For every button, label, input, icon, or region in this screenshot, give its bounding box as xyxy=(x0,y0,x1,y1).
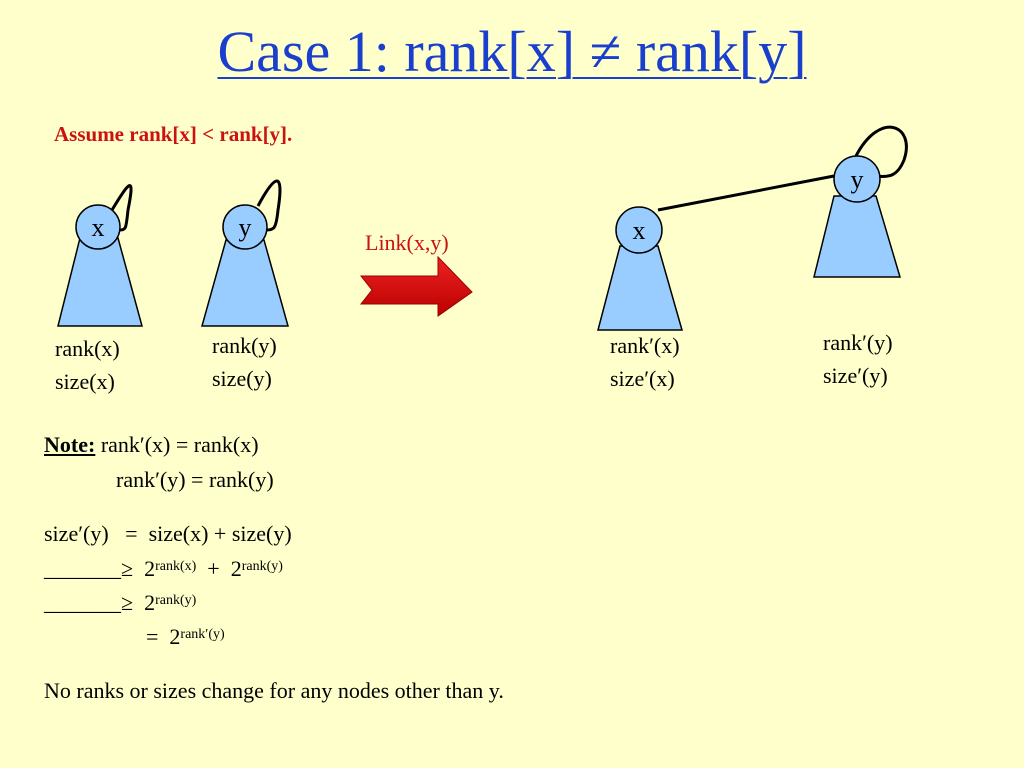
after-rank-y: rank′(y) xyxy=(823,330,893,355)
after-y-labels: rank′(y) size′(y) xyxy=(823,326,893,392)
after-node-x-label: x xyxy=(633,216,646,245)
slide-title: Case 1: rank[x] ≠ rank[y] xyxy=(0,18,1024,85)
before-size-x: size(x) xyxy=(55,369,115,394)
operation-label: Link(x,y) xyxy=(365,230,449,255)
after-x-labels: rank′(x) size′(x) xyxy=(610,329,680,395)
after-node-y-label: y xyxy=(851,165,864,194)
derivation-line-3: _______≥ 2rank(y) xyxy=(44,590,196,616)
node-y-label: y xyxy=(239,213,252,242)
before-tree-y: y xyxy=(201,179,289,327)
derivation-line-4-prefix: = 2 xyxy=(146,624,181,649)
derivation-line-4-exp: rank′(y) xyxy=(180,627,225,642)
derivation-line-2-mid: + 2 xyxy=(196,556,242,581)
derivation-line-3-exp: rank(y) xyxy=(155,593,197,608)
before-x-labels: rank(x) size(x) xyxy=(55,332,120,398)
before-tree-x: x xyxy=(57,184,143,327)
slide-title-text: Case 1: rank[x] ≠ rank[y] xyxy=(217,19,807,84)
self-loop-x xyxy=(110,184,133,232)
note-heading: Note: xyxy=(44,432,96,457)
derivation-line-2: _______≥ 2rank(x) + 2rank(y) xyxy=(44,556,283,582)
conclusion-text: No ranks or sizes change for any nodes o… xyxy=(44,678,504,703)
before-y-labels: rank(y) size(y) xyxy=(212,329,277,395)
derivation-line-2-exp2: rank(y) xyxy=(241,559,283,574)
derivation-line-3-prefix: _______≥ 2 xyxy=(44,590,156,615)
before-rank-y: rank(y) xyxy=(212,333,277,358)
derivation-line-4: = 2rank′(y) xyxy=(146,624,225,650)
after-size-x: size′(x) xyxy=(610,366,675,391)
parent-pointer-x-to-y xyxy=(657,174,835,212)
node-x-label: x xyxy=(92,213,105,242)
derivation-line-2-prefix: _______≥ 2 xyxy=(44,556,156,581)
after-node-y xyxy=(833,155,881,203)
self-loop-y xyxy=(256,179,282,232)
node-y xyxy=(222,204,268,250)
before-rank-x: rank(x) xyxy=(55,336,120,361)
link-arrow xyxy=(359,255,473,317)
after-rank-x: rank′(x) xyxy=(610,333,680,358)
after-tree-x: x xyxy=(597,174,835,331)
before-size-y: size(y) xyxy=(212,366,272,391)
note-rank-x: rank′(x) = rank(x) xyxy=(100,432,259,457)
after-self-loop-y xyxy=(854,125,908,179)
after-size-y: size′(y) xyxy=(823,363,888,388)
note-line-1: Note: rank′(x) = rank(x) xyxy=(44,432,259,458)
note-rank-y: rank′(y) = rank(y) xyxy=(116,467,274,492)
assumption-text: Assume rank[x] < rank[y]. xyxy=(54,122,293,146)
node-x xyxy=(75,204,121,250)
derivation-line-2-exp1: rank(x) xyxy=(155,559,197,574)
after-subtree-triangle-y xyxy=(813,195,902,278)
subtree-triangle-y xyxy=(201,239,289,327)
after-subtree-triangle-x xyxy=(597,245,683,331)
after-node-x xyxy=(615,206,663,254)
derivation-line-1: size′(y) = size(x) + size(y) xyxy=(44,521,292,546)
after-tree-y: y xyxy=(813,125,908,278)
subtree-triangle-x xyxy=(57,237,143,327)
